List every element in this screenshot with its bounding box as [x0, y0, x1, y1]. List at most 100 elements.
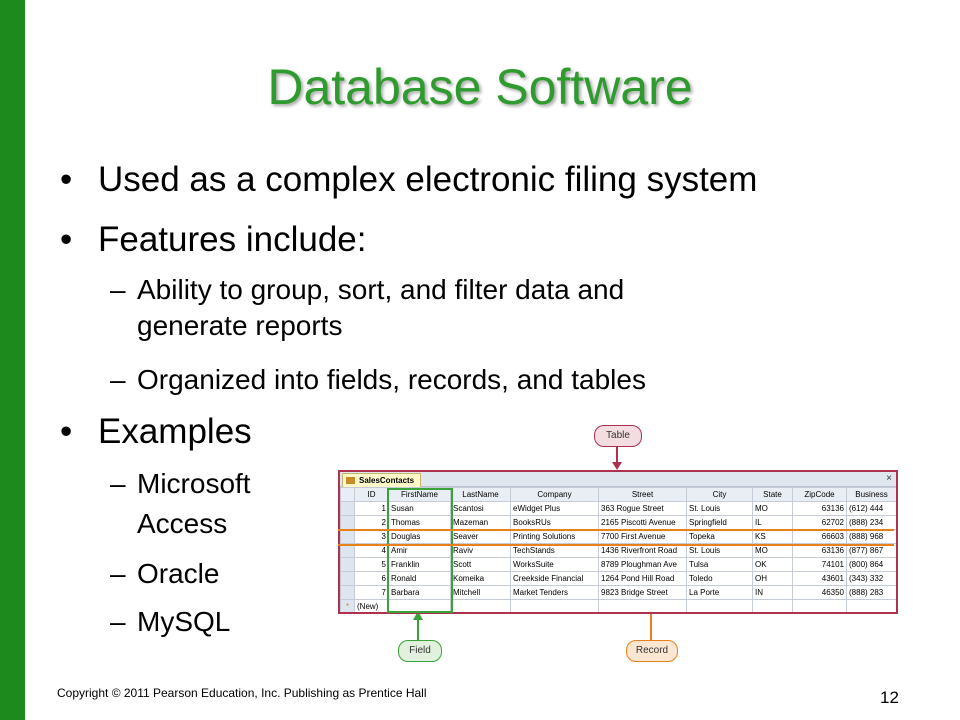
table-cell: eWidget Plus	[510, 501, 599, 516]
table-cell: WorksSuite	[510, 557, 599, 572]
bullet-dot: •	[60, 220, 73, 259]
row-selector	[340, 501, 355, 516]
table-cell: 6	[354, 571, 389, 586]
row-selector	[340, 571, 355, 586]
row-selector	[340, 585, 355, 600]
column-header: State	[752, 487, 793, 502]
page-number: 12	[880, 688, 899, 707]
table-cell: 62702	[792, 515, 847, 530]
table-cell: Scott	[450, 557, 511, 572]
table-cell: (800) 864	[846, 557, 896, 572]
copyright-footer: Copyright © 2011 Pearson Education, Inc.…	[57, 686, 427, 700]
sub-bullet-text: Microsoft	[137, 468, 251, 499]
bullet-text: Used as a complex electronic filing syst…	[98, 160, 758, 199]
dash-marker: –	[110, 558, 126, 589]
table-cell: Tulsa	[686, 557, 753, 572]
dash-marker: –	[110, 606, 126, 637]
table-cell: Springfield	[686, 515, 753, 530]
table-tab-label: SalesContacts	[359, 476, 415, 485]
table-cell: Mazeman	[450, 515, 511, 530]
table-cell: Komeika	[450, 571, 511, 586]
table-cell	[846, 599, 896, 612]
row-selector	[340, 515, 355, 530]
record-highlight	[338, 529, 894, 546]
column-header: Business	[846, 487, 896, 502]
table-cell: 5	[354, 557, 389, 572]
table-cell: Mitchell	[450, 585, 511, 600]
field-highlight	[387, 488, 453, 613]
table-cell: IL	[752, 515, 793, 530]
new-record-label: (New)	[354, 599, 389, 612]
table-cell	[450, 599, 511, 612]
column-header: Street	[598, 487, 687, 502]
bullet-text: Features include:	[98, 220, 367, 259]
table-cell: 8789 Ploughman Ave	[598, 557, 687, 572]
column-header: ZipCode	[792, 487, 847, 502]
table-cell: (888) 234	[846, 515, 896, 530]
table-row: 2 Thomas Mazeman BooksRUs 2165 Piscotti …	[340, 515, 896, 530]
sub-bullet-text: Ability to group, sort, and filter data …	[137, 274, 625, 305]
database-table-screenshot: SalesContacts × ID FirstName LastName Co…	[338, 470, 898, 614]
table-arrowhead	[612, 462, 622, 470]
field-arrowhead	[413, 611, 423, 620]
close-icon: ×	[886, 473, 892, 484]
table-cell: 9823 Bridge Street	[598, 585, 687, 600]
table-cell: (343) 332	[846, 571, 896, 586]
sub-bullet-text: generate reports	[137, 310, 343, 341]
callout-table: Table	[594, 425, 642, 447]
table-cell: MO	[752, 501, 793, 516]
sub-bullet-text: MySQL	[137, 606, 231, 637]
table-cell: (612) 444	[846, 501, 896, 516]
table-cell: 2165 Piscotti Avenue	[598, 515, 687, 530]
table-row: 5 Franklin Scott WorksSuite 8789 Ploughm…	[340, 557, 896, 572]
table-cell: 46350	[792, 585, 847, 600]
table-cell: 7	[354, 585, 389, 600]
bullet-text: Examples	[98, 412, 252, 451]
dash-marker: –	[110, 274, 126, 305]
sub-bullet-text: Organized into fields, records, and tabl…	[137, 364, 646, 395]
table-cell: 1	[354, 501, 389, 516]
table-cell: OH	[752, 571, 793, 586]
table-cell: OK	[752, 557, 793, 572]
new-record-row: * (New)	[340, 599, 896, 612]
table-cell: (888) 283	[846, 585, 896, 600]
callout-field: Field	[398, 640, 442, 662]
table-row: 7 Barbara Mitchell Market Tenders 9823 B…	[340, 585, 896, 600]
table-cell: St. Louis	[686, 501, 753, 516]
table-cell: 363 Rogue Street	[598, 501, 687, 516]
table-tab: SalesContacts	[342, 473, 422, 487]
column-header: Company	[510, 487, 599, 502]
datasheet-grid: ID FirstName LastName Company Street Cit…	[340, 487, 896, 612]
table-cell	[510, 599, 599, 612]
bullet-dot: •	[60, 160, 73, 199]
column-header: City	[686, 487, 753, 502]
column-header: ID	[354, 487, 389, 502]
table-cell: 63136	[792, 501, 847, 516]
table-cell	[752, 599, 793, 612]
select-all-cell	[340, 487, 355, 502]
row-selector	[340, 557, 355, 572]
dash-marker: –	[110, 468, 126, 499]
table-cell: Market Tenders	[510, 585, 599, 600]
table-cell: 74101	[792, 557, 847, 572]
table-cell: 43601	[792, 571, 847, 586]
table-icon	[346, 477, 355, 484]
table-cell: La Porte	[686, 585, 753, 600]
column-header: LastName	[450, 487, 511, 502]
left-accent-bar	[0, 0, 25, 720]
table-titlebar: SalesContacts ×	[340, 472, 896, 487]
dash-marker: –	[110, 364, 126, 395]
bullet-dot: •	[60, 412, 73, 451]
table-cell: IN	[752, 585, 793, 600]
table-cell: 2	[354, 515, 389, 530]
new-row-marker: *	[340, 599, 355, 612]
table-cell: 1264 Pond Hill Road	[598, 571, 687, 586]
table-cell: Creekside Financial	[510, 571, 599, 586]
sub-bullet-text: Access	[137, 508, 228, 539]
table-cell: BooksRUs	[510, 515, 599, 530]
table-cell	[598, 599, 687, 612]
sub-bullet-text: Oracle	[137, 558, 220, 589]
slide-title: Database Software	[267, 59, 693, 115]
table-cell: Scantosi	[450, 501, 511, 516]
table-row: 1 Susan Scantosi eWidget Plus 363 Rogue …	[340, 501, 896, 516]
